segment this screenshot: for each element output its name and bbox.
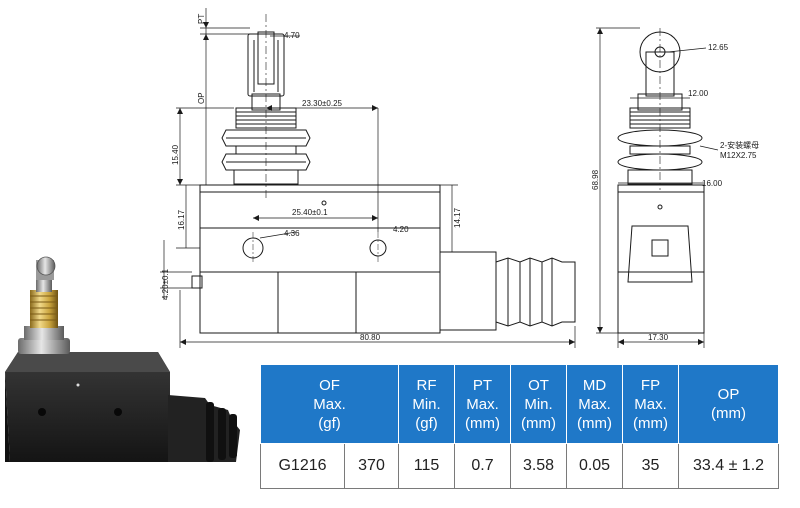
front-nut-upper <box>221 129 311 147</box>
front-body-dot <box>321 200 327 206</box>
front-dim-labels: PT OP 4.70 23.30±0.25 15.40 16.17 25.40±… <box>161 14 462 342</box>
front-boss <box>233 169 299 185</box>
dim-hole-small: 4.20 <box>393 225 409 234</box>
cell-of: 370 <box>343 443 400 489</box>
side-dim-lines <box>596 27 719 348</box>
header-pt: PT Max. (mm) <box>454 364 512 444</box>
cell-fp: 35 <box>622 443 680 489</box>
dim-mount-spacing: 25.40±0.1 <box>292 208 328 217</box>
dim-pt-label: PT <box>197 14 206 24</box>
cell-md: 0.05 <box>566 443 624 489</box>
side-roller-bracket <box>645 51 675 97</box>
dim-bottom-offset: 4.20±0.1 <box>161 268 170 300</box>
cell-rf: 115 <box>398 443 456 489</box>
header-ot: OT Min. (mm) <box>510 364 568 444</box>
front-view <box>160 8 576 348</box>
dim-hole-big: 4.36 <box>284 229 300 238</box>
photo-mount-hole-left <box>38 408 46 416</box>
dim-op-label: OP <box>197 92 206 104</box>
photo-body-side <box>5 372 10 462</box>
dim-total-length: 80.80 <box>360 333 381 342</box>
side-cable-window <box>651 239 669 257</box>
photo-nut <box>24 326 64 340</box>
header-fp: FP Max. (mm) <box>622 364 680 444</box>
dim-thread-len: 15.40 <box>171 144 180 165</box>
product-photo <box>5 256 240 462</box>
side-cable-exit <box>627 225 693 283</box>
header-op: OP (mm) <box>678 364 780 444</box>
photo-thread-lines <box>30 295 58 321</box>
dim-roller-dia: 12.65 <box>708 43 729 52</box>
header-md: MD Max. (mm) <box>566 364 624 444</box>
side-view <box>596 27 719 348</box>
header-rf: RF Min. (gf) <box>398 364 456 444</box>
front-roller-bracket <box>247 33 285 97</box>
front-bottom-rail <box>191 275 203 289</box>
side-body <box>617 184 705 334</box>
side-boss <box>627 169 693 185</box>
nut-note-line2: M12X2.75 <box>720 151 757 160</box>
front-cable-boot <box>495 257 576 327</box>
dim-side-width: 17.30 <box>648 333 669 342</box>
front-plunger-stem <box>251 93 281 111</box>
dim-stem-dia: 12.00 <box>688 89 709 98</box>
header-of: OF Max. (gf) <box>259 364 400 444</box>
spec-header-row: OF Max. (gf) RF Min. (gf) PT Max. (mm) O… <box>259 364 780 444</box>
side-arrowheads <box>597 28 704 345</box>
photo-washer <box>18 338 70 354</box>
side-thread <box>629 107 691 129</box>
spec-table: OF Max. (gf) RF Min. (gf) PT Max. (mm) O… <box>259 364 780 489</box>
photo-roller <box>36 256 56 276</box>
photo-mount-hole-right <box>114 408 122 416</box>
front-arrowheads <box>177 22 575 345</box>
photo-body <box>5 352 170 462</box>
photo-body-top <box>5 352 170 372</box>
cell-model: G1216 <box>260 443 345 489</box>
photo-cable-ribs <box>206 402 237 462</box>
front-dim-lines <box>160 8 576 348</box>
cell-ot: 3.58 <box>510 443 568 489</box>
side-body-dot <box>657 204 663 210</box>
front-thread-lines <box>236 111 296 125</box>
cell-op: 33.4 ± 1.2 <box>678 443 780 489</box>
dim-roller-width: 4.70 <box>284 31 300 40</box>
dim-total-height: 68.98 <box>591 169 600 190</box>
dim-height-base: 16.17 <box>177 209 186 230</box>
front-cable-boot-base <box>439 251 497 331</box>
front-nut-lower <box>221 153 311 171</box>
table-row: G1216 370 115 0.7 3.58 0.05 35 33.4 ± 1.… <box>260 443 780 489</box>
side-plunger-stem <box>637 93 683 111</box>
front-roller <box>257 31 275 85</box>
side-roller <box>639 31 681 73</box>
nut-note-line1: 2-安装螺母 <box>720 140 759 150</box>
cell-pt: 0.7 <box>454 443 512 489</box>
photo-dot <box>76 383 80 387</box>
dim-body-depth: 14.17 <box>453 207 462 228</box>
dim-nut-width: 16.00 <box>702 179 723 188</box>
dim-plunger-offset: 23.30±0.25 <box>302 99 343 108</box>
side-dim-labels: 12.65 12.00 68.98 2-安装螺母 M12X2.75 16.00 … <box>591 43 759 342</box>
